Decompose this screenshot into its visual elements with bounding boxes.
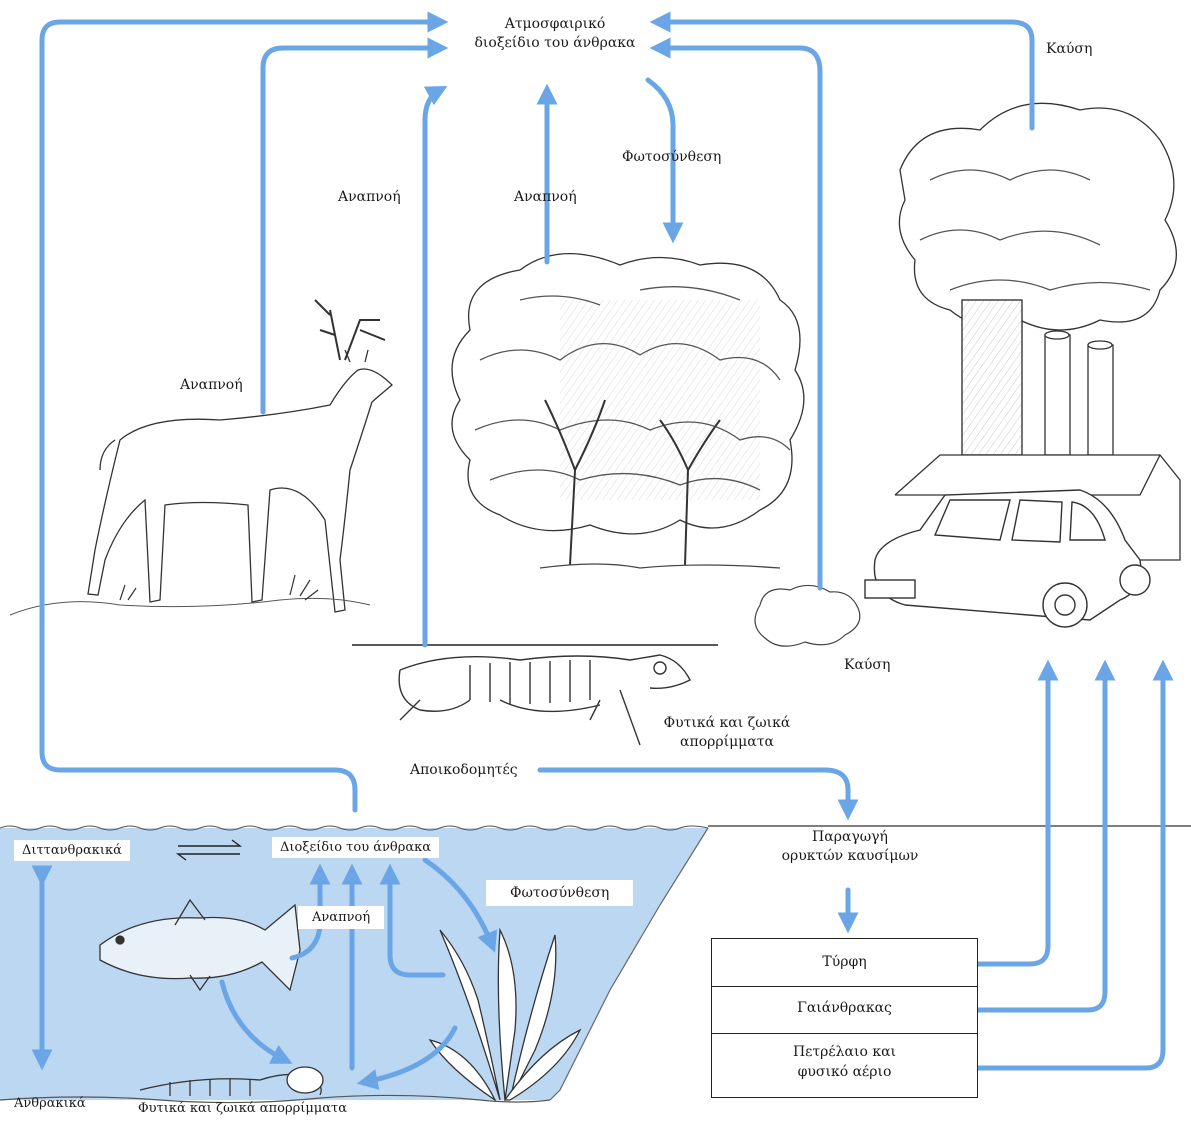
label-carbonates: Ανθρακικά — [14, 1095, 86, 1113]
arrow-deer-respiration — [263, 48, 440, 412]
label-bicarbonates: Διττανθρακικά — [14, 840, 130, 861]
fuel-coal: Γαιάνθρακας — [712, 999, 977, 1019]
label-photosynthesis-water: Φωτοσύνθεση — [486, 880, 633, 906]
label-decomposers: Αποικοδομητές — [410, 761, 518, 780]
fuel-divider-1 — [712, 986, 977, 987]
arrow-peat-return — [978, 668, 1048, 964]
label-debris-land-line2: απορρίμματα — [652, 733, 802, 752]
fuel-oil-gas-line1: Πετρέλαιο και — [712, 1043, 977, 1063]
arrow-debris-respiration — [425, 90, 440, 645]
arrow-left-loop — [42, 22, 440, 810]
skeleton-illustration — [399, 655, 690, 745]
label-atmospheric-co2: Ατμοσφαιρικό διοξείδιο του άνθρακα — [455, 15, 655, 53]
label-fossil-production-line2: ορυκτών καυσίμων — [770, 847, 930, 866]
label-fossil-production-line1: Παραγωγή — [770, 828, 930, 847]
label-fossil-production: Παραγωγή ορυκτών καυσίμων — [770, 828, 930, 866]
label-atmospheric-co2-line1: Ατμοσφαιρικό — [455, 15, 655, 34]
fuel-oil-gas-line2: φυσικό αέριο — [712, 1063, 977, 1083]
label-respiration-debris: Αναπνοή — [338, 188, 401, 207]
deer-illustration — [10, 300, 392, 615]
car-illustration — [865, 490, 1150, 627]
label-co2-water: Διοξείδιο του άνθρακα — [272, 837, 439, 858]
fuel-oil-gas: Πετρέλαιο και φυσικό αέριο — [712, 1043, 977, 1082]
label-debris-land-line1: Φυτικά και ζωικά — [652, 714, 802, 733]
label-respiration-deer: Αναπνοή — [180, 376, 243, 395]
label-respiration-water: Αναπνοή — [298, 906, 384, 929]
arrow-decomposers-fossil — [540, 770, 848, 812]
label-debris-water: Φυτικά και ζωικά απορρίμματα — [138, 1100, 347, 1118]
label-respiration-tree: Αναπνοή — [514, 188, 577, 207]
fuel-divider-2 — [712, 1033, 977, 1034]
tree-illustration — [452, 254, 804, 568]
label-combustion-car: Καύση — [844, 656, 890, 675]
label-atmospheric-co2-line2: διοξείδιο του άνθρακα — [455, 34, 655, 53]
fossil-fuel-table: Τύρφη Γαιάνθρακας Πετρέλαιο και φυσικό α… — [711, 938, 978, 1098]
exhaust-cloud — [755, 585, 860, 646]
fuel-peat: Τύρφη — [712, 953, 977, 973]
arrow-factory-combustion — [658, 22, 1032, 128]
label-debris-land: Φυτικά και ζωικά απορρίμματα — [652, 714, 802, 752]
label-photosynthesis-tree: Φωτοσύνθεση — [622, 148, 721, 167]
label-combustion-factory: Καύση — [1046, 40, 1092, 59]
